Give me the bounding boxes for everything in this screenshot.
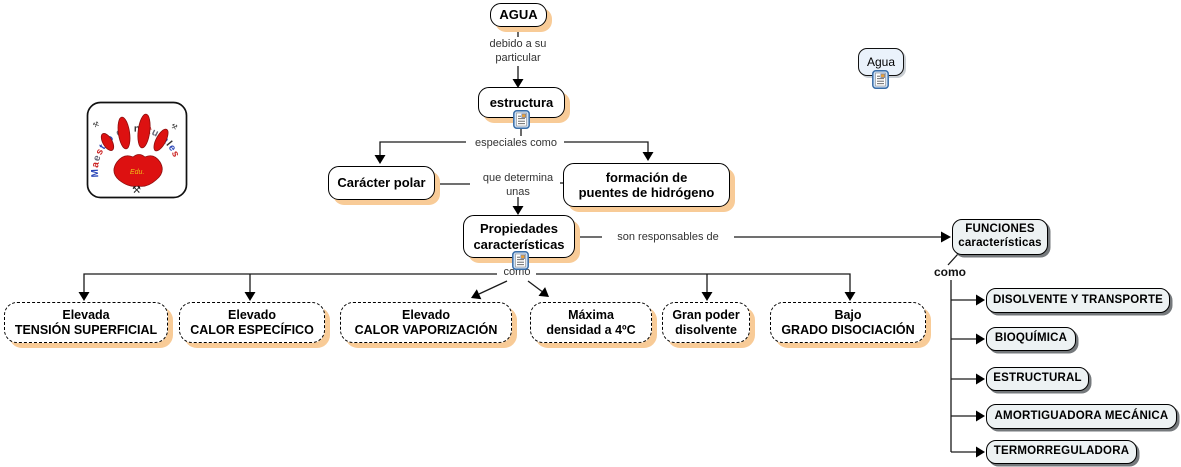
node-tension-superficial[interactable]: Elevada TENSIÓN SUPERFICIAL xyxy=(4,302,168,343)
logo-maestro-naturales[interactable]: Maestro de naturales Edu. ⚒ ⚒ ⚒ xyxy=(86,101,188,199)
resource-link-icon[interactable] xyxy=(512,251,529,270)
node-funciones-line1: FUNCIONES xyxy=(965,223,1035,236)
node-disolvente-transporte[interactable]: DISOLVENTE Y TRANSPORTE xyxy=(986,288,1170,313)
node-tension-line2: TENSIÓN SUPERFICIAL xyxy=(14,322,158,337)
arrowhead-estructural xyxy=(976,373,985,385)
arrowhead-disolvente-transporte xyxy=(976,294,985,306)
node-amortiguadora-mecanica[interactable]: AMORTIGUADORA MECÁNICA xyxy=(986,404,1177,429)
arrowhead-termorreguladora xyxy=(976,446,985,458)
logo-badge-text: Edu. xyxy=(130,169,144,176)
connector-como-densidad xyxy=(527,280,543,293)
node-calor-especifico-line2: CALOR ESPECÍFICO xyxy=(190,322,314,337)
crossed-picks-icon-small: ⚒ xyxy=(92,120,101,130)
linking-phrase-especiales-como[interactable]: especiales como xyxy=(475,137,557,149)
node-estructural[interactable]: ESTRUCTURAL xyxy=(986,367,1089,391)
node-propiedades-line2: características xyxy=(473,236,565,252)
node-formacion-puentes[interactable]: formación de puentes de hidrógeno xyxy=(563,163,730,207)
crossed-picks-icon: ⚒ xyxy=(132,185,141,196)
node-agua[interactable]: AGUA xyxy=(490,3,547,27)
arrowhead-funciones xyxy=(941,231,951,243)
node-calor-vaporizacion-line2: CALOR VAPORIZACIÓN xyxy=(354,322,498,337)
linking-phrase-como-right[interactable]: como xyxy=(933,265,966,279)
function-label: TERMORREGULADORA xyxy=(993,445,1130,458)
node-grado-disociacion[interactable]: Bajo GRADO DISOCIACIÓN xyxy=(770,302,926,343)
logo-frame xyxy=(86,101,188,199)
node-propiedades-line1: Propiedades xyxy=(479,221,559,237)
node-calor-vaporizacion-line1: Elevado xyxy=(402,307,450,322)
arrowhead-calor-especifico xyxy=(244,292,256,301)
arrowhead-bioquimica xyxy=(976,333,985,345)
arrowhead-formacion xyxy=(642,152,654,161)
arrowhead-amortiguadora xyxy=(976,410,985,422)
linking-phrase-son-responsables[interactable]: son responsables de xyxy=(617,231,719,243)
arrowhead-propiedades xyxy=(512,206,524,215)
paw-print-icon xyxy=(100,113,169,187)
function-label: BIOQUÍMICA xyxy=(994,332,1068,345)
node-calor-especifico[interactable]: Elevado CALOR ESPECÍFICO xyxy=(179,302,325,343)
node-agua-label: AGUA xyxy=(499,7,538,23)
node-poder-disolvente-line2: disolvente xyxy=(675,322,737,337)
node-agua-floating-label: Agua xyxy=(866,55,896,69)
node-poder-disolvente[interactable]: Gran poder disolvente xyxy=(662,302,750,343)
node-disociacion-line1: Bajo xyxy=(834,307,862,322)
node-formacion-line1: formación de xyxy=(605,169,688,185)
arrowhead-poder-disolvente xyxy=(701,292,713,301)
node-funciones[interactable]: FUNCIONES características xyxy=(952,219,1048,255)
node-maxima-densidad[interactable]: Máxima densidad a 4ºC xyxy=(530,302,652,343)
arrowhead-tension xyxy=(78,292,90,301)
resource-link-icon[interactable] xyxy=(513,110,530,129)
connector-especiales-caracter xyxy=(379,141,466,155)
node-termorreguladora[interactable]: TERMORREGULADORA xyxy=(986,440,1137,464)
node-funciones-line2: características xyxy=(958,237,1042,249)
node-bioquimica[interactable]: BIOQUÍMICA xyxy=(986,327,1076,351)
node-tension-line1: Elevada xyxy=(62,307,110,322)
linking-phrase-que-determina[interactable]: que determina unas xyxy=(482,172,554,199)
node-densidad-line2: densidad a 4ºC xyxy=(546,322,636,337)
node-caracter-polar-label: Carácter polar xyxy=(337,175,426,191)
node-calor-especifico-line1: Elevado xyxy=(228,307,276,322)
connector-especiales-formacion xyxy=(564,141,649,152)
connector-como-right-rail xyxy=(536,273,851,292)
connector-funciones-como xyxy=(947,253,959,266)
arrowhead-disociacion xyxy=(844,292,856,301)
node-caracter-polar[interactable]: Carácter polar xyxy=(328,166,435,200)
arrowhead-calor-vaporizacion xyxy=(471,289,482,300)
resource-link-icon[interactable] xyxy=(872,70,889,89)
function-label: AMORTIGUADORA MECÁNICA xyxy=(994,409,1169,422)
function-label: ESTRUCTURAL xyxy=(993,372,1082,385)
arrowhead-densidad xyxy=(538,287,549,297)
node-poder-disolvente-line1: Gran poder xyxy=(672,307,740,322)
node-densidad-line1: Máxima xyxy=(568,307,614,322)
node-estructura-label: estructura xyxy=(489,94,554,110)
node-calor-vaporizacion[interactable]: Elevado CALOR VAPORIZACIÓN xyxy=(340,302,512,343)
node-propiedades[interactable]: Propiedades características xyxy=(463,215,575,258)
connector-como-left-rail xyxy=(83,273,497,292)
crossed-picks-icon-small: ⚒ xyxy=(170,122,179,132)
linking-phrase-debido[interactable]: debido a su particular xyxy=(489,38,547,65)
function-label: DISOLVENTE Y TRANSPORTE xyxy=(992,293,1164,306)
arrowhead-caracter-polar xyxy=(374,155,386,164)
node-formacion-line2: puentes de hidrógeno xyxy=(578,185,715,200)
node-disociacion-line2: GRADO DISOCIACIÓN xyxy=(781,322,915,337)
connector-como-vaporizacion xyxy=(478,280,508,295)
